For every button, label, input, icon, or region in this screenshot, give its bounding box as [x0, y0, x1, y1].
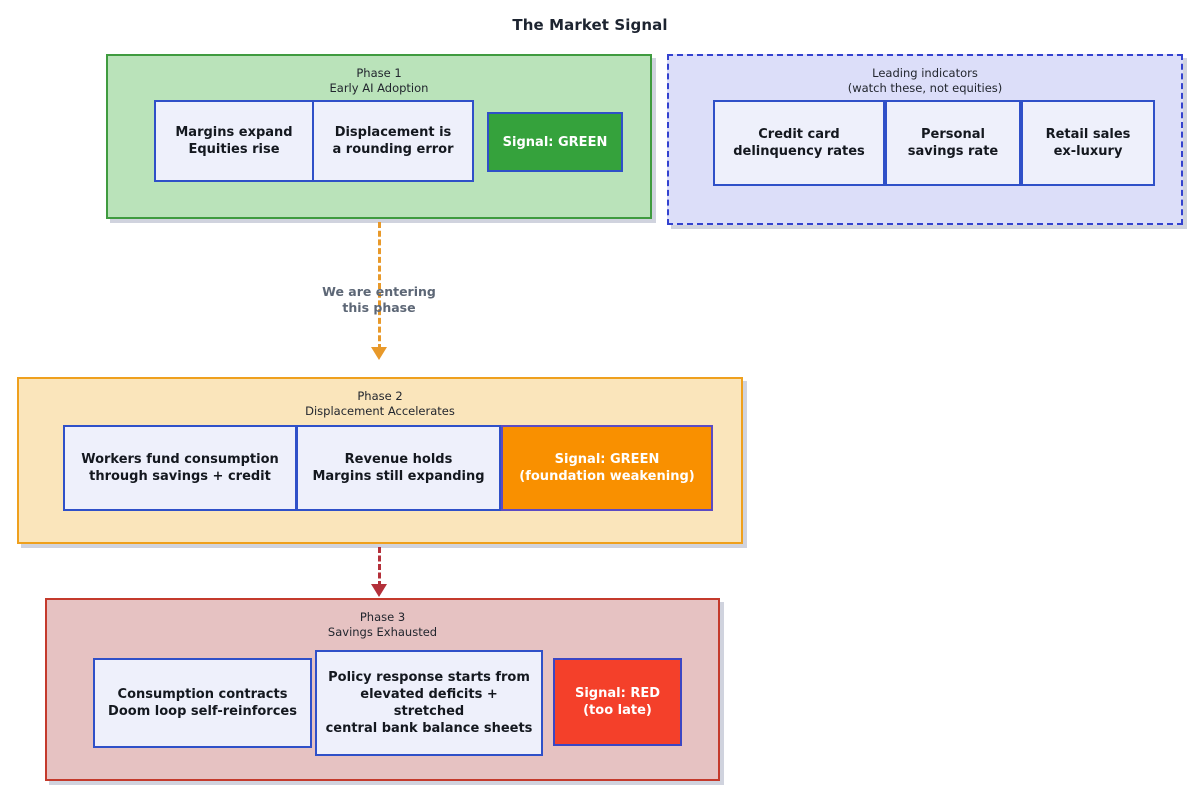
phase-2-signal-badge[interactable]: Signal: GREEN (foundation weakening) [501, 425, 713, 511]
phase-1-card-displacement-rounding-error[interactable]: Displacement is a rounding error [312, 100, 474, 182]
phase-2-group[interactable]: Phase 2 Displacement Accelerates Workers… [17, 377, 743, 544]
phase-2-card-revenue-holds-margins[interactable]: Revenue holds Margins still expanding [296, 425, 501, 511]
phase-3-title: Phase 3 Savings Exhausted [327, 610, 438, 639]
phase-3-group[interactable]: Phase 3 Savings Exhausted Consumption co… [45, 598, 720, 781]
page-title: The Market Signal [512, 16, 668, 34]
leading-indicator-card-retail-sales-ex-luxury[interactable]: Retail sales ex-luxury [1021, 100, 1155, 186]
phase-2-title: Phase 2 Displacement Accelerates [305, 389, 455, 418]
connector-dashed-line [378, 222, 381, 350]
phase-3-card-consumption-contracts[interactable]: Consumption contracts Doom loop self-rei… [93, 658, 312, 748]
phase-1-group[interactable]: Phase 1 Early AI Adoption Margins expand… [106, 54, 652, 219]
leading-indicator-card-credit-card-delinquency[interactable]: Credit card delinquency rates [713, 100, 885, 186]
phase-3-signal-badge[interactable]: Signal: RED (too late) [553, 658, 682, 746]
connector-arrowhead-icon [371, 584, 387, 597]
connector-label-we-are-entering-this-phase: We are entering this phase [322, 284, 436, 315]
connector-arrowhead-icon [371, 347, 387, 360]
leading-indicators-group[interactable]: Leading indicators (watch these, not equ… [667, 54, 1183, 225]
connector-dashed-line [378, 547, 381, 587]
phase-2-card-workers-fund-consumption[interactable]: Workers fund consumption through savings… [63, 425, 297, 511]
phase-1-title: Phase 1 Early AI Adoption [329, 66, 429, 95]
leading-indicators-title: Leading indicators (watch these, not equ… [847, 66, 1003, 95]
phase-3-card-policy-response[interactable]: Policy response starts from elevated def… [315, 650, 543, 756]
leading-indicator-card-personal-savings-rate[interactable]: Personal savings rate [885, 100, 1021, 186]
phase-1-card-margins-equities[interactable]: Margins expand Equities rise [154, 100, 314, 182]
phase-1-signal-badge[interactable]: Signal: GREEN [487, 112, 623, 172]
